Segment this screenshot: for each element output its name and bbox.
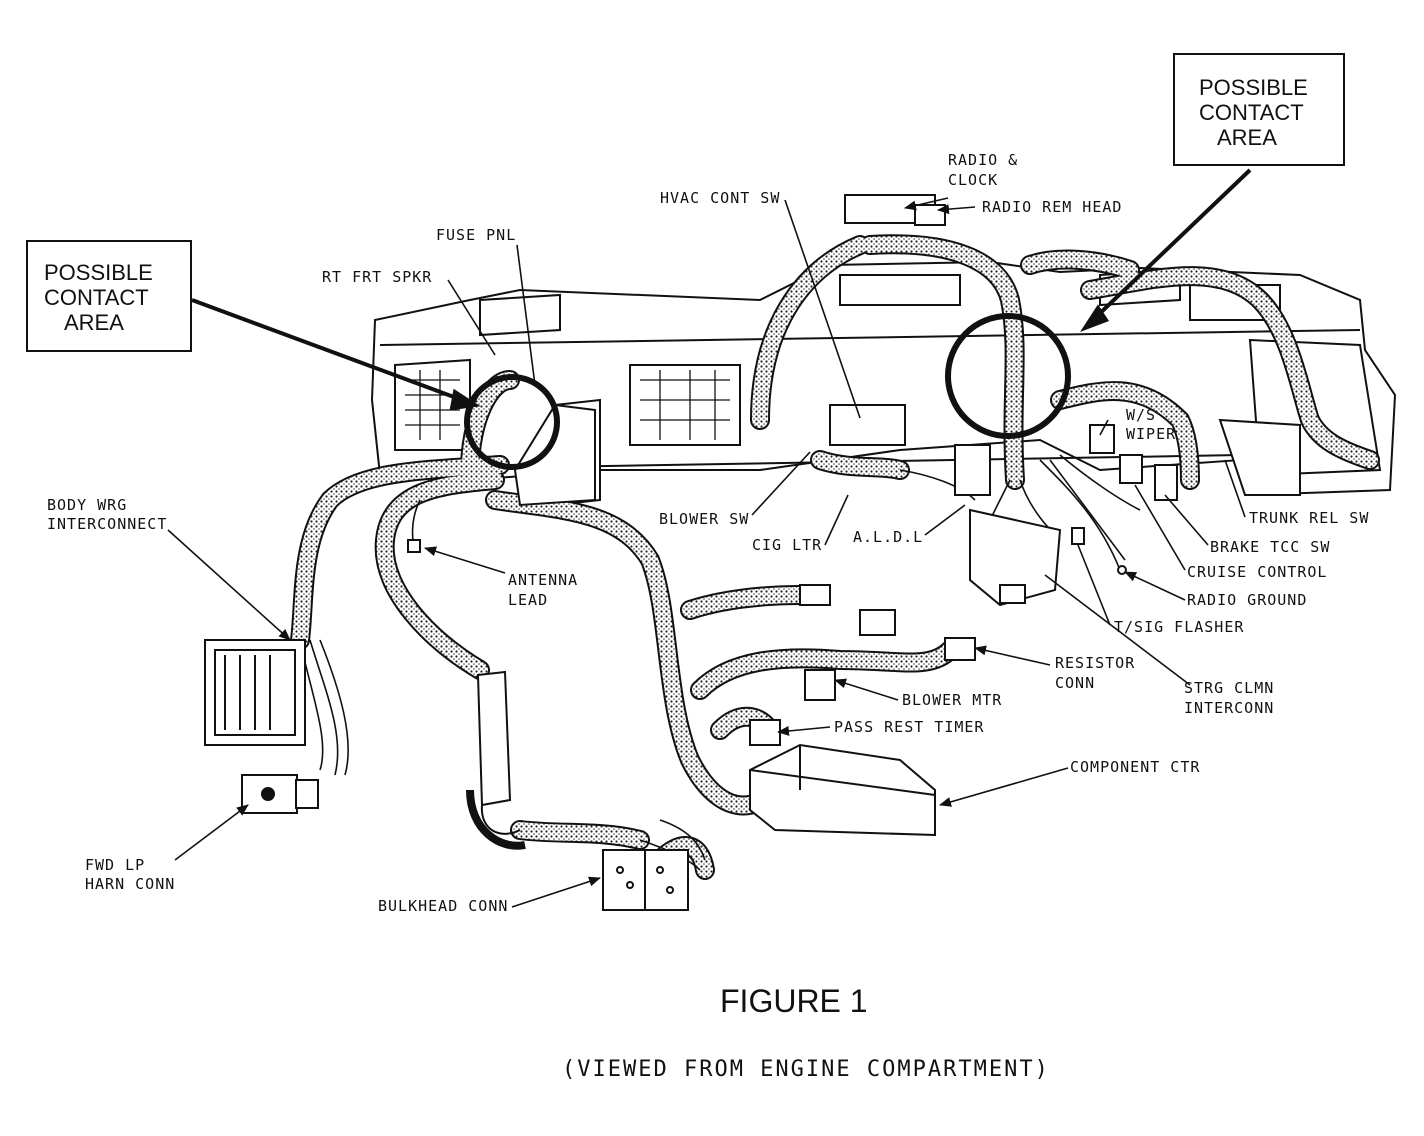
label-brake-tcc-sw: BRAKE TCC SW <box>1210 538 1331 556</box>
label-trunk-rel-sw: TRUNK REL SW <box>1249 509 1370 527</box>
contact-box-right-line2: CONTACT <box>1199 100 1304 125</box>
label-hvac-cont-sw: HVAC CONT SW <box>660 189 781 207</box>
label-fuse-pnl: FUSE PNL <box>436 226 517 244</box>
label-pass-rest-timer: PASS REST TIMER <box>834 718 985 736</box>
label-resistor-conn-2: CONN <box>1055 674 1096 692</box>
label-resistor-conn-1: RESISTOR <box>1055 654 1136 672</box>
label-ws-wiper-1: W/S <box>1126 406 1157 424</box>
label-bulkhead-conn: BULKHEAD CONN <box>378 897 509 915</box>
label-body-wrg-1: BODY WRG <box>47 496 128 514</box>
label-strg-clmn-1: STRG CLMN <box>1184 679 1275 697</box>
contact-box-left-line1: POSSIBLE <box>44 260 153 285</box>
label-cig-ltr: CIG LTR <box>752 536 823 554</box>
label-fwd-lp-2: HARN CONN <box>85 875 176 893</box>
contact-area-box-right: POSSIBLE CONTACT AREA <box>1173 53 1345 166</box>
components <box>204 194 1301 911</box>
contact-box-right-line3: AREA <box>1217 125 1277 150</box>
label-strg-clmn-2: INTERCONN <box>1184 699 1275 717</box>
figure-title: FIGURE 1 <box>720 983 868 1019</box>
label-fwd-lp-1: FWD LP <box>85 856 146 874</box>
bulkhead-lead <box>466 670 526 850</box>
label-antenna-1: ANTENNA <box>508 571 579 589</box>
label-blower-mtr: BLOWER MTR <box>902 691 1003 709</box>
label-radio-rem-head: RADIO REM HEAD <box>982 198 1123 216</box>
label-aldl: A.L.D.L <box>853 528 924 546</box>
label-component-ctr: COMPONENT CTR <box>1070 758 1201 776</box>
contact-box-left-line3: AREA <box>64 310 124 335</box>
label-rt-frt-spkr: RT FRT SPKR <box>322 268 433 286</box>
contact-circles <box>464 313 1071 470</box>
label-antenna-2: LEAD <box>508 591 549 609</box>
label-radio-clock-1: RADIO & <box>948 151 1019 169</box>
contact-box-right-line1: POSSIBLE <box>1199 75 1308 100</box>
label-body-wrg-2: INTERCONNECT <box>47 515 168 533</box>
label-cruise-control: CRUISE CONTROL <box>1187 563 1328 581</box>
contact-area-box-left: POSSIBLE CONTACT AREA <box>26 240 192 352</box>
contact-arrows <box>191 168 1252 411</box>
label-ws-wiper-2: WIPER <box>1126 425 1177 443</box>
figure-subtitle: (VIEWED FROM ENGINE COMPARTMENT) <box>562 1057 1050 1082</box>
label-radio-ground: RADIO GROUND <box>1187 591 1308 609</box>
harness-bundles <box>290 234 1380 880</box>
leader-lines <box>167 197 1246 908</box>
label-radio-clock-2: CLOCK <box>948 171 999 189</box>
label-tsig-flasher: T/SIG FLASHER <box>1114 618 1245 636</box>
contact-box-left-line2: CONTACT <box>44 285 149 310</box>
label-blower-sw: BLOWER SW <box>659 510 750 528</box>
